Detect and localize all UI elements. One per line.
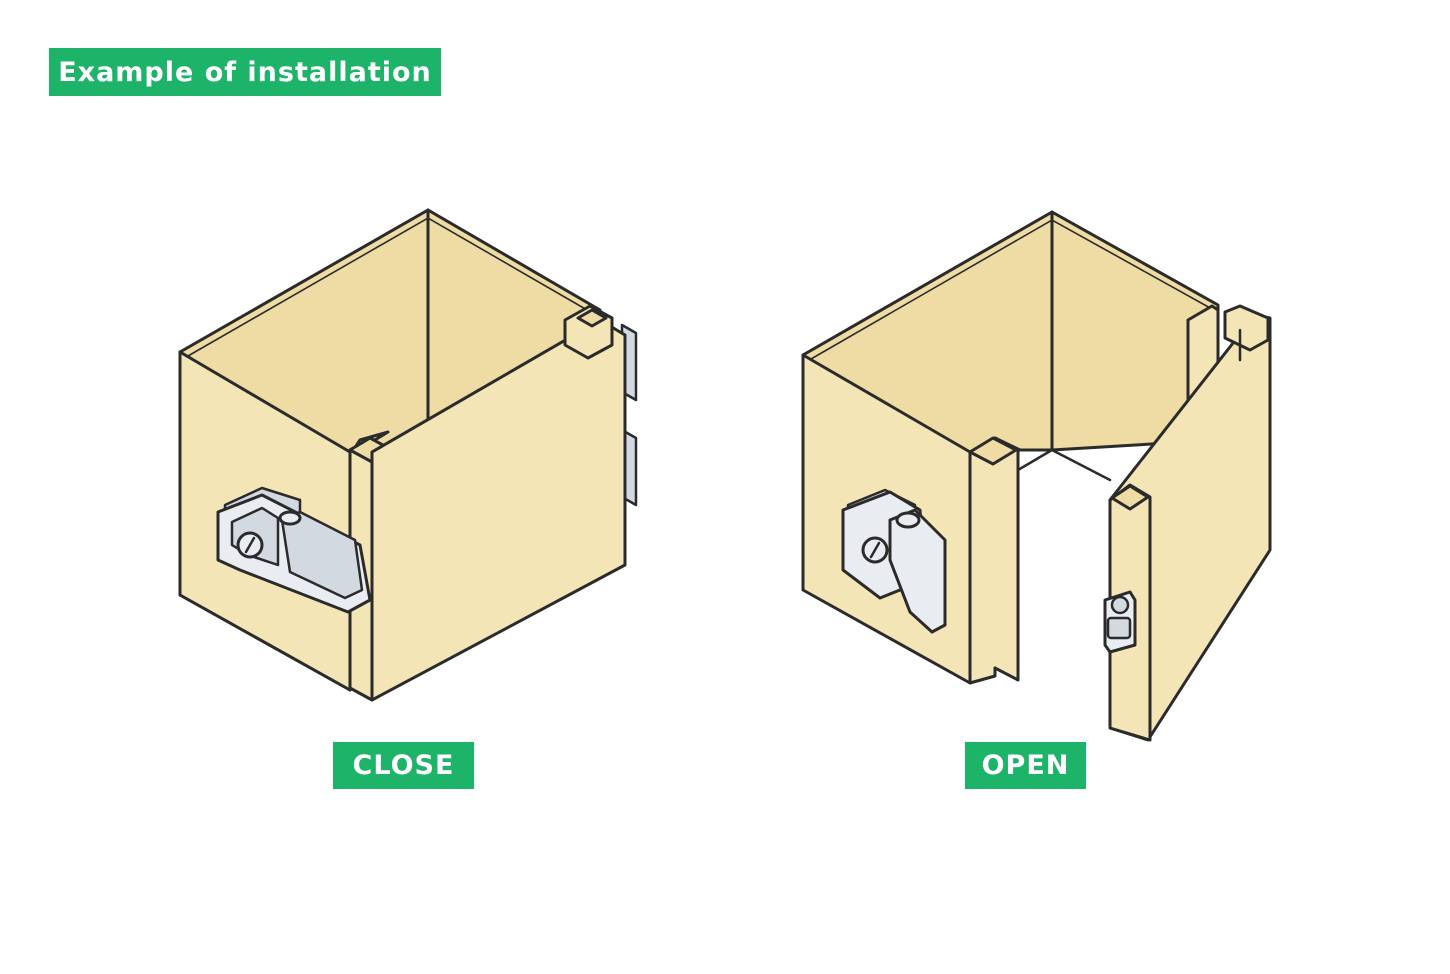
- close-label-badge: CLOSE: [333, 742, 474, 789]
- title-text: Example of installation: [58, 56, 432, 88]
- open-door-keeper: [1103, 590, 1137, 654]
- open-box: [801, 210, 1272, 742]
- open-latch-handle: [888, 508, 947, 634]
- open-label: OPEN: [981, 750, 1070, 781]
- open-label-badge: OPEN: [965, 742, 1086, 789]
- title-badge: Example of installation: [49, 48, 441, 96]
- close-label: CLOSE: [352, 750, 455, 781]
- open-corner-post: [968, 436, 1020, 685]
- closed-latch: [216, 486, 372, 614]
- closed-box: [178, 208, 638, 702]
- open-latch: [841, 488, 947, 634]
